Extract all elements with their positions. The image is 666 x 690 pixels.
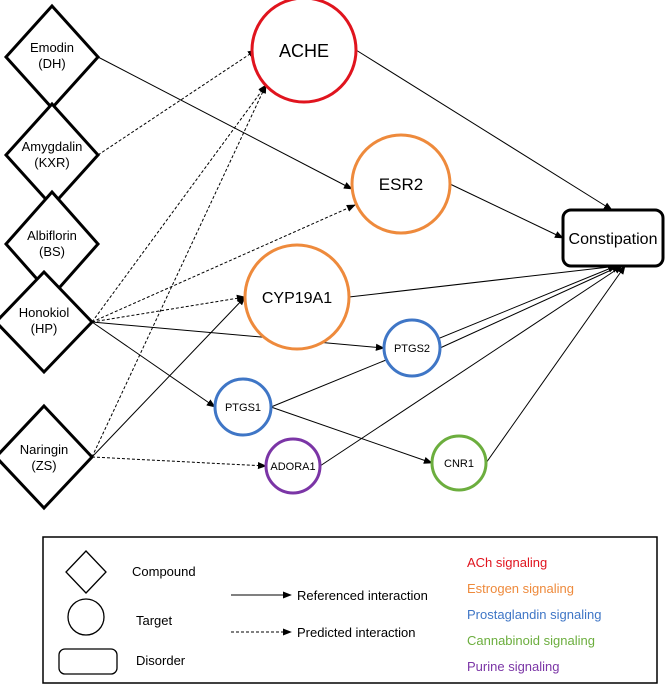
- legend-estrogen-signaling: Estrogen signaling: [467, 581, 574, 596]
- target-label: ACHE: [279, 41, 329, 61]
- target-circle-shape: [250, 0, 358, 104]
- edge-naringin-to-adora1: [91, 456, 267, 470]
- compound-node-honokiol[interactable]: Honokiol (HP): [0, 269, 95, 375]
- edge-esr2-to-constipation: [449, 183, 564, 239]
- target-label: CNR1: [444, 458, 474, 470]
- edge-honokiol-to-esr2: [91, 204, 356, 323]
- edge-honokiol-to-ache: [91, 84, 267, 323]
- edge-ptgs2-to-constipation: [439, 265, 621, 349]
- legend-target-label: Target: [136, 613, 173, 628]
- compound-code: (ZS): [31, 458, 56, 473]
- target-label: CYP19A1: [262, 290, 332, 307]
- disorder-node-constipation[interactable]: Constipation: [561, 208, 665, 268]
- compound-code: (KXR): [34, 155, 69, 170]
- compound-name: Naringin: [20, 442, 68, 457]
- legend-prostaglandin-signaling: Prostaglandin signaling: [467, 607, 601, 622]
- disorder-label: Constipation: [569, 231, 658, 248]
- edge-honokiol-to-ptgs2: [91, 321, 385, 351]
- legend-compound-label: Compound: [132, 564, 196, 579]
- target-circle-shape: [382, 318, 442, 378]
- edge-naringin-to-ache: [91, 84, 267, 458]
- edge-ache-to-constipation: [355, 49, 613, 211]
- compound-node-naringin[interactable]: Naringin (ZS): [0, 403, 95, 511]
- target-circle-shape: [264, 437, 322, 495]
- target-circle-shape: [243, 243, 351, 351]
- target-label: ESR2: [379, 175, 423, 194]
- compound-code: (BS): [39, 244, 65, 259]
- target-circle-shape: [213, 377, 273, 437]
- edge-ptgs1-to-cnr1: [270, 406, 433, 464]
- target-node-esr2[interactable]: ESR2: [350, 133, 452, 235]
- compound-diamond-shape: [0, 269, 95, 375]
- edge-honokiol-to-cyp19a1: [91, 294, 246, 323]
- target-node-ache[interactable]: ACHE: [250, 0, 358, 104]
- legend-referenced-label: Referenced interaction: [297, 588, 428, 603]
- edge-adora1-to-constipation: [319, 265, 623, 467]
- target-circle-shape: [430, 434, 488, 492]
- edge-amygdalin-to-ache: [97, 49, 257, 156]
- target-node-ptgs2[interactable]: PTGS2: [382, 318, 442, 378]
- edge-naringin-to-cyp19a1: [91, 296, 246, 458]
- edge-cyp19a1-to-constipation: [348, 263, 619, 298]
- edge-emodin-to-esr2: [97, 56, 353, 190]
- target-circle-shape: [350, 133, 452, 235]
- compound-node-emodin[interactable]: Emodin (DH): [3, 3, 101, 111]
- edge-cnr1-to-constipation: [485, 265, 626, 464]
- target-label: PTGS2: [394, 343, 430, 355]
- edges-layer: [91, 49, 626, 470]
- target-node-cnr1[interactable]: CNR1: [430, 434, 488, 492]
- edge-ptgs1-to-constipation: [270, 265, 617, 408]
- legend-compound-diamond-icon: [65, 550, 107, 594]
- legend-purine-signaling: Purine signaling: [467, 659, 560, 674]
- compound-name: Amygdalin: [22, 139, 83, 154]
- legend-target-circle-icon: [67, 598, 105, 636]
- compound-name: Emodin: [30, 40, 74, 55]
- compound-diamond-shape: [0, 403, 95, 511]
- target-node-ptgs1[interactable]: PTGS1: [213, 377, 273, 437]
- legend-predicted-label: Predicted interaction: [297, 625, 416, 640]
- legend-ach-signaling: ACh signaling: [467, 555, 547, 570]
- legend-box: [42, 536, 658, 684]
- legend: Compound Target Disorder Referenced inte…: [42, 536, 658, 684]
- target-node-adora1[interactable]: ADORA1: [264, 437, 322, 495]
- legend-disorder-rect-icon: [58, 648, 118, 675]
- target-label: PTGS1: [225, 402, 261, 414]
- edge-honokiol-to-ptgs1: [91, 321, 216, 408]
- compound-name: Albiflorin: [27, 228, 77, 243]
- disorder-rounded-rect-shape: [561, 208, 665, 268]
- compound-code: (DH): [38, 56, 65, 71]
- legend-cannabinoid-signaling: Cannabinoid signaling: [467, 633, 595, 648]
- compound-name: Honokiol: [19, 305, 70, 320]
- legend-disorder-label: Disorder: [136, 653, 186, 668]
- target-label: ADORA1: [270, 461, 315, 473]
- compound-code: (HP): [31, 321, 58, 336]
- target-node-cyp19a1[interactable]: CYP19A1: [243, 243, 351, 351]
